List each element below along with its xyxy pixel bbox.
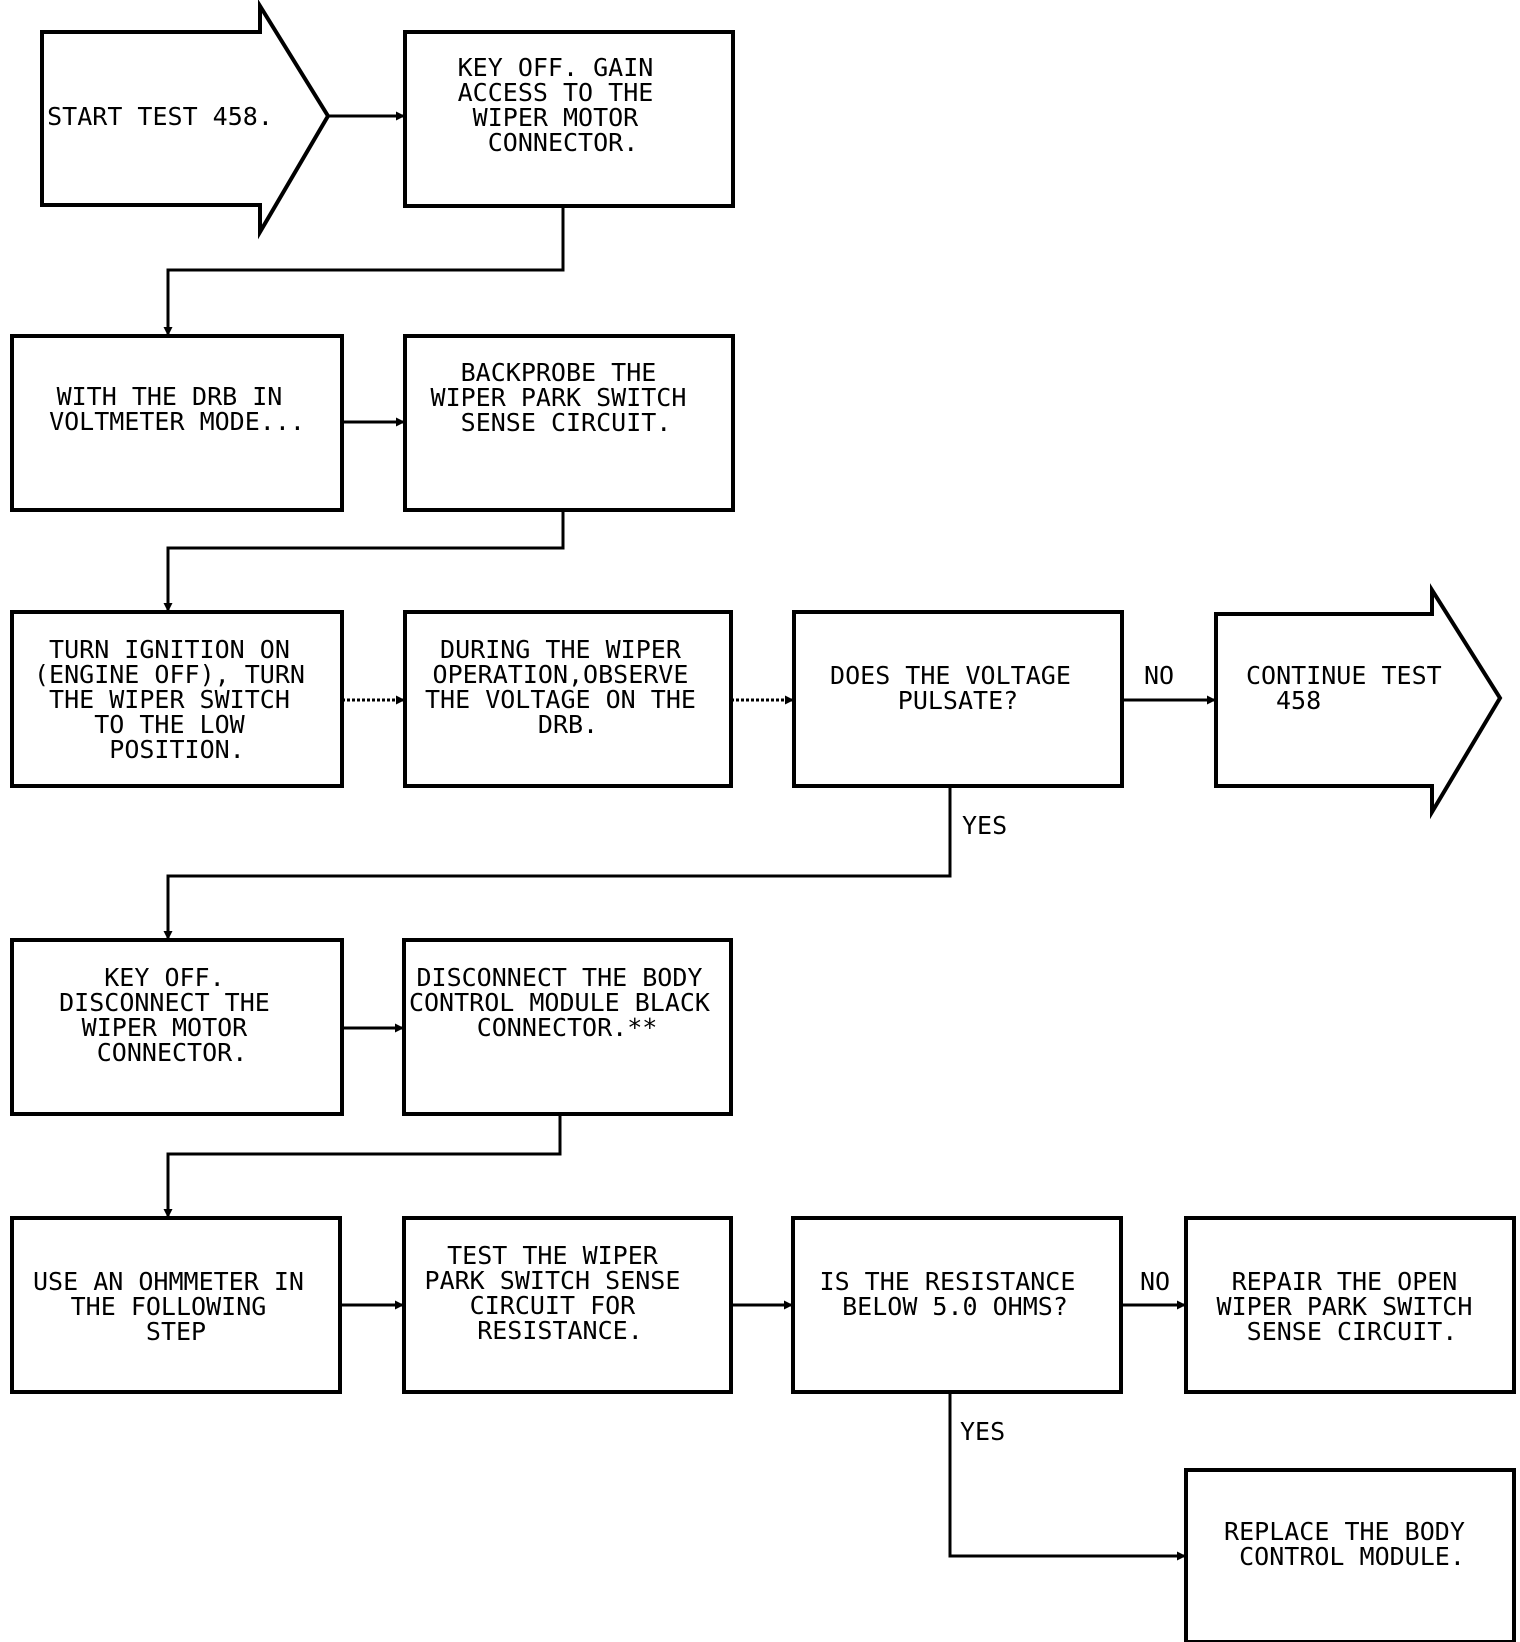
text-line: CONTROL MODULE BLACK [409,988,710,1017]
resistance-question-text: IS THE RESISTANCE BELOW 5.0 OHMS? [820,1267,1091,1321]
key-off-disconnect-box [10,938,344,1116]
backprobe-text: BACKPROBE THE WIPER PARK SWITCH SENSE CI… [431,358,702,437]
drb-voltmeter-text: WITH THE DRB IN VOLTMETER MODE... [49,382,305,436]
text-line: REPAIR THE OPEN [1232,1267,1458,1296]
continue-test-arrow [1214,583,1503,820]
text-line: PULSATE? [898,686,1018,715]
key-off-access-text: KEY OFF. GAIN ACCESS TO THE WIPER MOTOR … [458,53,669,157]
key-off-access-box [403,30,735,208]
text-line: CONNECTOR. [97,1038,248,1067]
start-line: START TEST 458. [47,102,273,131]
text-line: BELOW 5.0 OHMS? [842,1292,1068,1321]
text-line: DRB. [538,710,598,739]
text-line: CONNECTOR.** [477,1013,658,1042]
repair-open-text: REPAIR THE OPEN WIPER PARK SWITCH SENSE … [1217,1267,1488,1346]
text-line: USE AN OHMMETER IN [33,1267,304,1296]
text-line: DURING THE WIPER [440,635,682,664]
text-line: VOLTMETER MODE... [49,407,305,436]
text-line: CONTINUE TEST [1246,661,1442,690]
text-line: SENSE CIRCUIT. [1247,1317,1458,1346]
text-line: RESISTANCE. [477,1316,643,1345]
backprobe-box [403,334,735,512]
text-line: DISCONNECT THE [59,988,270,1017]
resistance-yes-label: YES [960,1417,1005,1446]
use-ohmmeter-text: USE AN OHMMETER IN THE FOLLOWING STEP [33,1267,319,1346]
text-line: CIRCUIT FOR [470,1291,637,1320]
start-text: START TEST 458. [47,102,273,131]
text-line: TURN IGNITION ON [49,635,290,664]
connector-bcm-to-ohmmeter [163,1114,562,1218]
text-line: WIPER PARK SWITCH [1217,1292,1473,1321]
text-line: OPERATION,OBSERVE [433,660,689,689]
start-arrow [40,0,331,240]
text-line: IS THE RESISTANCE [820,1267,1076,1296]
text-line: KEY OFF. GAIN [458,53,654,82]
connector-pulsate-yes [163,786,952,940]
text-line: CONNECTOR. [488,128,639,157]
text-line: WIPER MOTOR [82,1013,249,1042]
text-line: (ENGINE OFF), TURN [34,660,305,689]
text-line: TO THE LOW [94,710,245,739]
test-resistance-text: TEST THE WIPER PARK SWITCH SENSE CIRCUIT… [425,1241,696,1345]
observe-voltage-text: DURING THE WIPER OPERATION,OBSERVE THE V… [425,635,711,739]
text-line: STEP [146,1317,206,1346]
text-line: THE FOLLOWING [71,1292,267,1321]
text-line: SENSE CIRCUIT. [461,408,672,437]
continue-test-text: CONTINUE TEST 458 [1246,661,1457,715]
text-line: WIPER PARK SWITCH [431,383,687,412]
drb-voltmeter-box [10,334,344,512]
disconnect-bcm-box [402,938,733,1116]
text-line: KEY OFF. [104,963,224,992]
connector-backprobe-to-ignition [163,510,565,612]
text-line: CONTROL MODULE. [1239,1542,1465,1571]
key-off-disconnect-text: KEY OFF. DISCONNECT THE WIPER MOTOR CONN… [59,963,285,1067]
text-line: TEST THE WIPER [447,1241,659,1270]
repair-open-box [1184,1216,1516,1394]
text-line: 458 [1276,686,1321,715]
text-line: BACKPROBE THE [461,358,657,387]
text-line: WIPER MOTOR [473,103,640,132]
pulsate-no-label: NO [1144,661,1174,690]
text-line: REPLACE THE BODY [1224,1517,1465,1546]
text-line: THE VOLTAGE ON THE [425,685,696,714]
pulsate-question-text: DOES THE VOLTAGE PULSATE? [830,661,1086,715]
text-line: DOES THE VOLTAGE [830,661,1071,690]
disconnect-bcm-text: DISCONNECT THE BODY CONTROL MODULE BLACK… [409,963,725,1042]
ignition-on-text: TURN IGNITION ON (ENGINE OFF), TURN THE … [34,635,320,764]
text-line: WITH THE DRB IN [57,382,283,411]
replace-bcm-box [1184,1468,1516,1642]
connector-access-to-drb [163,206,565,336]
text-line: POSITION. [109,735,244,764]
pulsate-decision-box [792,610,1124,788]
ignition-on-box [10,610,344,788]
resistance-no-label: NO [1140,1267,1170,1296]
connector-resistance-yes [948,1392,1186,1561]
text-line: DISCONNECT THE BODY [416,963,702,992]
text-line: ACCESS TO THE [458,78,654,107]
replace-bcm-text: REPLACE THE BODY CONTROL MODULE. [1224,1517,1480,1571]
pulsate-yes-label: YES [962,811,1007,840]
